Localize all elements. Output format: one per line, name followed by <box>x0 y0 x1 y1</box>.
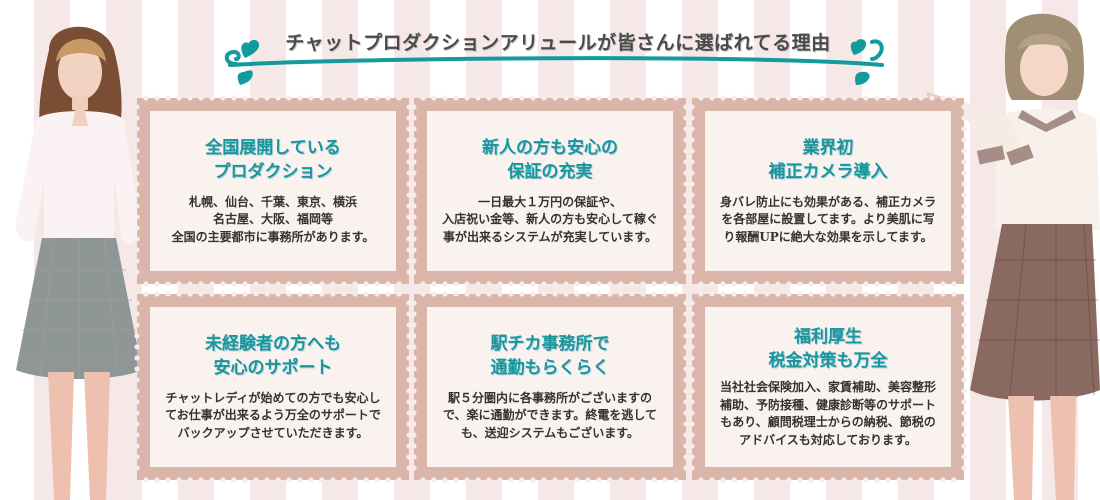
reason-card-camera: 業界初補正カメラ導入 身バレ防止にも効果がある、補正カメラを各部屋に設置してます… <box>689 95 967 287</box>
card-body: チャットレディが始めての方でも安心してお仕事が出来るよう万全のサポートでバックア… <box>165 390 381 440</box>
card-title: 福利厚生税金対策も万全 <box>768 327 888 371</box>
card-title: 新人の方も安心の保証の充実 <box>482 137 618 182</box>
heading-title: チャットプロダクションアリュールが皆さんに選ばれてる理由 <box>285 32 831 54</box>
card-body: 駅５分圏内に各事務所がございますので、楽に通勤ができます。終電を逃しても、送迎シ… <box>443 390 657 440</box>
reason-card-nationwide: 全国展開しているプロダクション 札幌、仙台、千葉、東京、横浜名古屋、大阪、福岡等… <box>134 95 412 287</box>
model-photo-left <box>4 10 154 500</box>
section-heading: チャットプロダクションアリュールが皆さんに選ばれてる理由 <box>222 22 892 88</box>
heart-ornament-icon <box>224 39 884 85</box>
card-body: 当社社会保険加入、家賃補助、美容整形補助、予防接種、健康診断等のサポートもあり、… <box>719 380 936 447</box>
card-title: 業界初補正カメラ導入 <box>768 137 888 182</box>
card-title: 全国展開しているプロダクション <box>205 137 341 182</box>
card-body: 身バレ防止にも効果がある、補正カメラを各部屋に設置してます。より美肌に写り報酬U… <box>719 194 936 244</box>
card-title: 未経験者の方へも安心のサポート <box>205 333 341 378</box>
model-photo-right <box>926 0 1100 500</box>
reason-card-station-access: 駅チカ事務所で通勤もらくらく 駅５分圏内に各事務所がございますので、楽に通勤がで… <box>411 291 689 483</box>
reason-card-beginner-support: 未経験者の方へも安心のサポート チャットレディが始めての方でも安心してお仕事が出… <box>134 291 412 483</box>
reason-card-guarantee: 新人の方も安心の保証の充実 一日最大１万円の保証や、入店祝い金等、新人の方も安心… <box>411 95 689 287</box>
reason-card-benefits: 福利厚生税金対策も万全 当社社会保険加入、家賃補助、美容整形補助、予防接種、健康… <box>689 291 967 483</box>
card-body: 札幌、仙台、千葉、東京、横浜名古屋、大阪、福岡等全国の主要都市に事務所があります… <box>171 194 375 244</box>
card-body: 一日最大１万円の保証や、入店祝い金等、新人の方も安心して稼ぐ事が出来るシステムが… <box>442 194 658 244</box>
card-title: 駅チカ事務所で通勤もらくらく <box>490 333 610 378</box>
